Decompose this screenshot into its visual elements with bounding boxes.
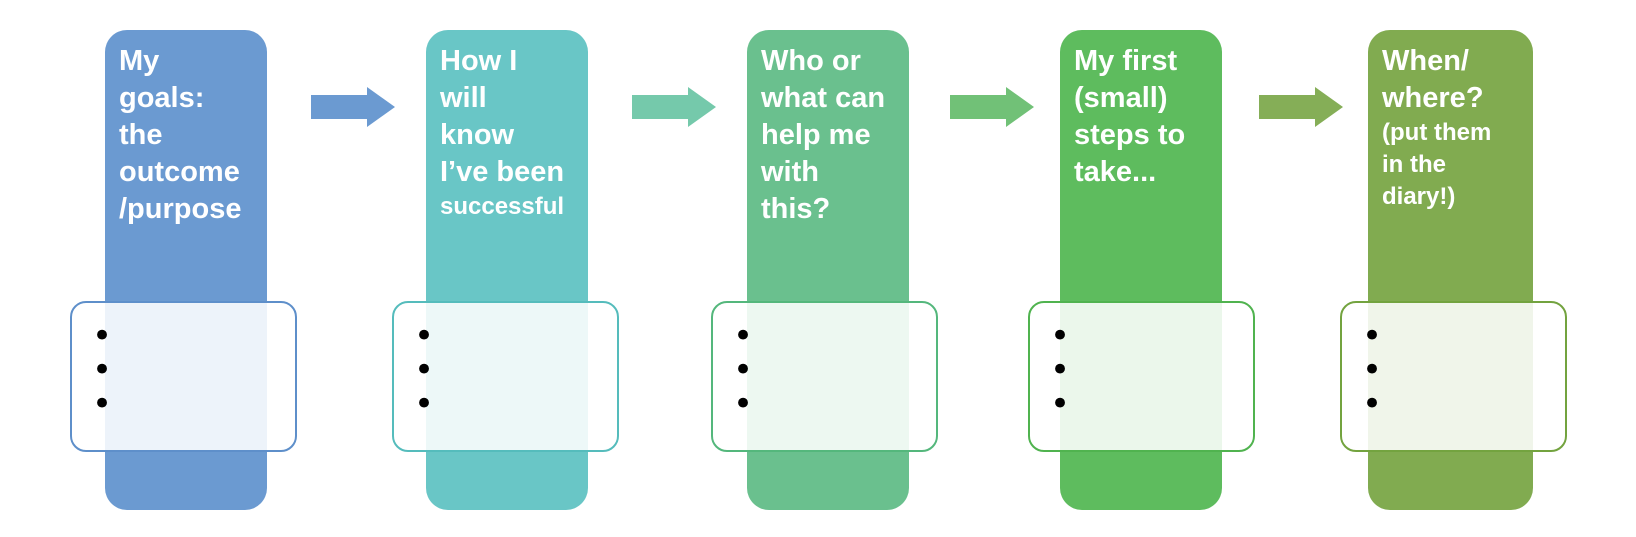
bullet-dot: •	[1362, 384, 1383, 424]
flow-arrow	[950, 87, 1034, 127]
right-arrow-icon	[1259, 87, 1343, 127]
right-arrow-icon	[950, 87, 1034, 127]
column-title-main: Who or what can help me with this?	[761, 45, 886, 225]
column-title: When/ where? (put them in the diary!)	[1368, 30, 1533, 213]
bullet-dot: •	[414, 384, 435, 424]
bullet-dot: •	[733, 384, 754, 424]
bullet-dot: •	[733, 316, 754, 356]
column-title: My goals: the outcome /purpose	[105, 30, 267, 228]
column-title-sub: successful	[440, 193, 565, 220]
notes-box: • • •	[711, 301, 938, 452]
right-arrow-icon	[311, 87, 395, 127]
flow-arrow	[311, 87, 395, 127]
bullet-dot: •	[414, 316, 435, 356]
bullet-list: • • •	[1342, 303, 1565, 421]
column-title-main: When/ where?	[1382, 45, 1484, 114]
bullet-dot: •	[1362, 316, 1383, 356]
bullet-list: • • •	[1030, 303, 1253, 421]
column-title: How I will know I’ve been successful	[426, 30, 588, 223]
notes-box: • • •	[392, 301, 619, 452]
bullet-dot: •	[733, 350, 754, 390]
column-title-sub: (put them in the diary!)	[1382, 119, 1492, 210]
flow-arrow	[632, 87, 716, 127]
flow-arrow	[1259, 87, 1343, 127]
bullet-dot: •	[92, 350, 113, 390]
bullet-dot: •	[414, 350, 435, 390]
bullet-list: • • •	[713, 303, 936, 421]
notes-box: • • •	[70, 301, 297, 452]
notes-box: • • •	[1340, 301, 1567, 452]
bullet-dot: •	[92, 316, 113, 356]
right-arrow-icon	[632, 87, 716, 127]
column-title-main: My first (small) steps to take...	[1074, 45, 1186, 188]
bullet-dot: •	[1050, 384, 1071, 424]
notes-box: • • •	[1028, 301, 1255, 452]
column-title-main: My goals: the outcome /purpose	[119, 45, 242, 225]
bullet-list: • • •	[72, 303, 295, 421]
bullet-list: • • •	[394, 303, 617, 421]
bullet-dot: •	[92, 384, 113, 424]
column-title: My first (small) steps to take...	[1060, 30, 1222, 191]
column-title-main: How I will know I’ve been	[440, 45, 565, 188]
bullet-dot: •	[1050, 350, 1071, 390]
bullet-dot: •	[1362, 350, 1383, 390]
bullet-dot: •	[1050, 316, 1071, 356]
column-title: Who or what can help me with this?	[747, 30, 909, 228]
